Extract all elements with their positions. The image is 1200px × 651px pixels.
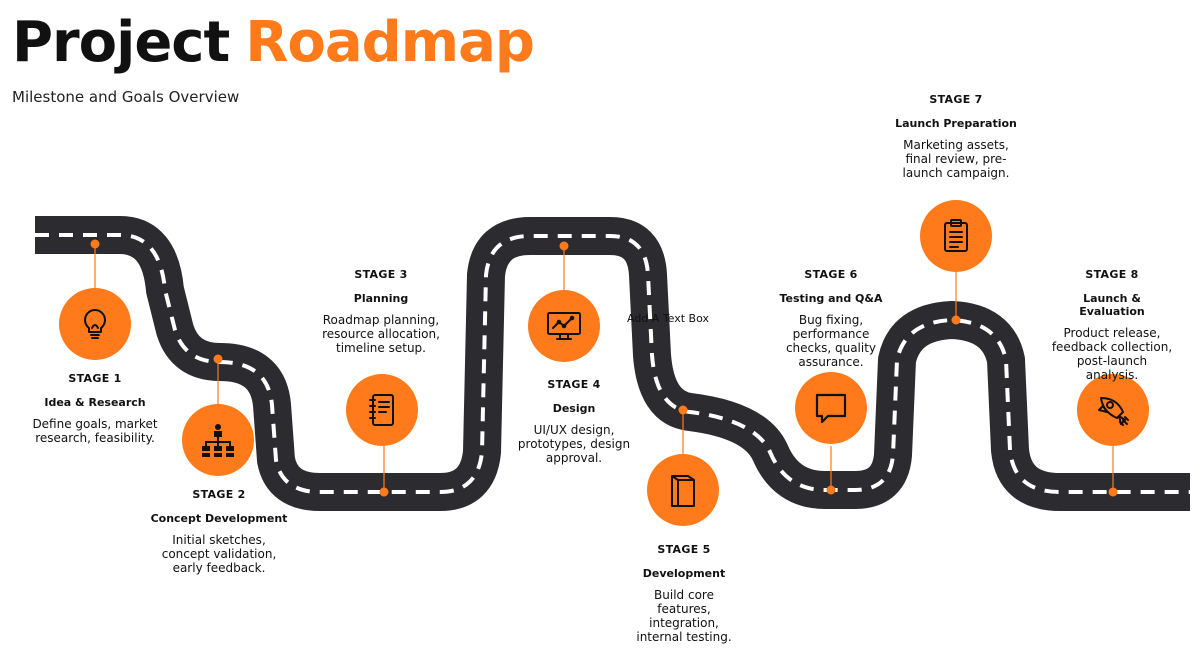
stage-4-info: STAGE 4 Design UI/UX design, prototypes,… (514, 378, 634, 465)
stage-8-info: STAGE 8 Launch & Evaluation Product rele… (1050, 268, 1174, 382)
title-word-roadmap: Roadmap (245, 10, 535, 75)
stage-description: Define goals, market research, feasibili… (32, 417, 158, 445)
stage-1-badge (59, 288, 131, 360)
add-text-box-placeholder[interactable]: Add A Text Box (627, 312, 710, 325)
stage-name: Planning (353, 292, 409, 305)
stage-number: STAGE 8 (1085, 268, 1139, 281)
stage-6-info: STAGE 6 Testing and Q&A Bug fixing, perf… (775, 268, 887, 369)
stage-number: STAGE 5 (657, 543, 711, 556)
title-word-project: Project (12, 10, 230, 75)
stage-2-info: STAGE 2 Concept Development Initial sket… (149, 488, 289, 575)
stage-name: Concept Development (150, 512, 288, 525)
lightbulb-icon (84, 309, 106, 339)
milestone-dot-stage-4 (559, 241, 569, 251)
milestone-dot-stage-2 (213, 354, 223, 364)
stage-3-info: STAGE 3 Planning Roadmap planning, resou… (318, 268, 444, 355)
notebook-icon (369, 394, 394, 426)
stage-7-info: STAGE 7 Launch Preparation Marketing ass… (893, 93, 1019, 180)
stage-number: STAGE 7 (929, 93, 983, 106)
stage-name: Launch Preparation (895, 117, 1017, 130)
stage-number: STAGE 3 (354, 268, 408, 281)
stage-5-info: STAGE 5 Development Build core features,… (630, 543, 738, 644)
stage-8-badge (1077, 374, 1149, 446)
milestone-dot-stage-6 (826, 485, 836, 495)
road-path (35, 216, 1190, 511)
page-subtitle: Milestone and Goals Overview (12, 88, 240, 106)
rocket-icon (1098, 397, 1129, 426)
stage-description: Marketing assets, final review, pre-laun… (902, 138, 1010, 180)
stage-description: Bug fixing, performance checks, quality … (785, 313, 877, 369)
milestone-dot-stage-5 (678, 405, 688, 415)
stage-number: STAGE 6 (804, 268, 858, 281)
hierarchy-icon (202, 424, 234, 457)
stage-description: Product release, feedback collection, po… (1051, 326, 1173, 382)
monitor-chart-icon (547, 312, 581, 340)
stage-1-info: STAGE 1 Idea & Research Define goals, ma… (30, 372, 160, 445)
stage-name: Design (552, 402, 596, 415)
stage-number: STAGE 2 (192, 488, 246, 501)
stage-name: Idea & Research (44, 396, 146, 409)
stage-description: Build core features, integration, intern… (636, 588, 732, 644)
stage-name: Launch & Evaluation (1079, 292, 1145, 318)
stage-7-badge (920, 200, 992, 272)
stage-5-badge (647, 454, 719, 526)
stage-name: Development (642, 567, 726, 580)
stage-name: Testing and Q&A (779, 292, 883, 305)
stage-number: STAGE 4 (547, 378, 601, 391)
stage-number: STAGE 1 (68, 372, 122, 385)
milestone-dot-stage-1 (90, 239, 100, 249)
milestone-dot-stage-7 (951, 315, 961, 325)
chat-bubble-icon (815, 393, 847, 424)
stage-6-badge (795, 372, 867, 444)
stage-description: Initial sketches, concept validation, ea… (161, 533, 277, 575)
milestone-dot-stage-8 (1108, 487, 1118, 497)
stage-description: UI/UX design, prototypes, design approva… (517, 423, 631, 465)
stage-description: Roadmap planning, resource allocation, t… (322, 313, 440, 355)
milestone-dot-stage-3 (379, 487, 389, 497)
clipboard-icon (944, 219, 968, 252)
stage-2-badge (182, 404, 254, 476)
stage-3-badge (346, 374, 418, 446)
folder-icon (671, 475, 695, 507)
stage-4-badge (528, 290, 600, 362)
